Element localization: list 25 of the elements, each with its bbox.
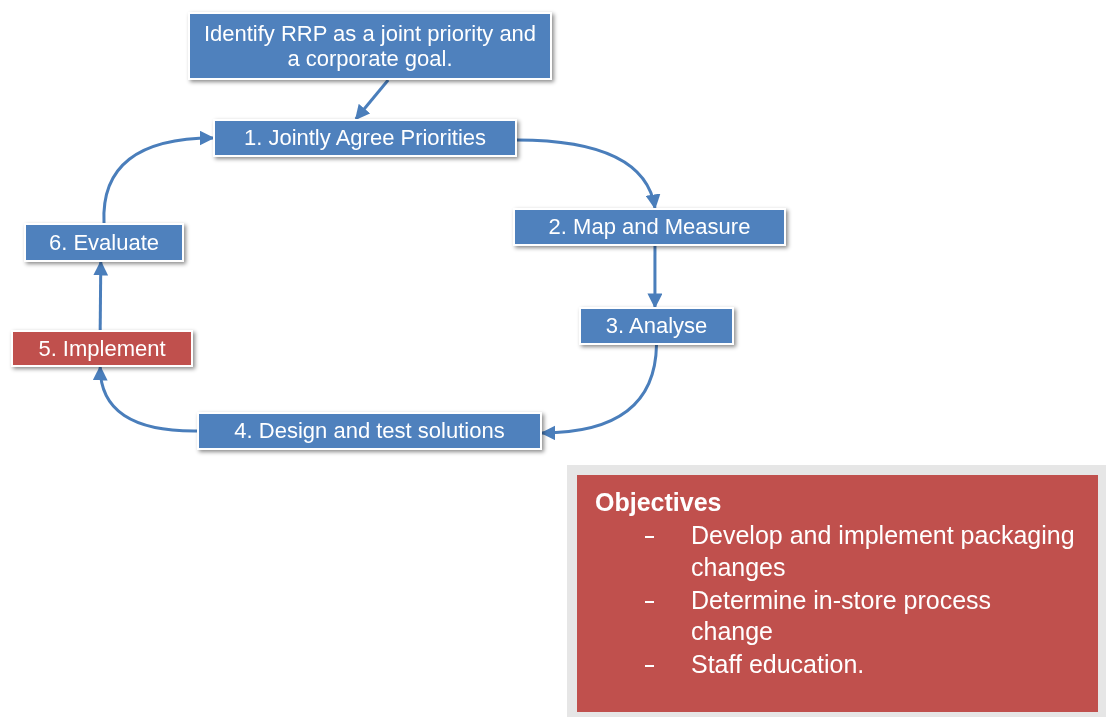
step-label: 2. Map and Measure	[548, 214, 751, 240]
list-item: Staff education.	[691, 649, 1080, 681]
objectives-box	[577, 475, 1098, 712]
process-box	[513, 208, 786, 246]
step-label: 6. Evaluate	[48, 229, 160, 256]
process-box	[197, 412, 542, 450]
list-item: Develop and implement packaging changes	[691, 520, 1080, 583]
step-label: 3. Analyse	[605, 313, 708, 339]
process-box	[213, 119, 517, 157]
arrow	[93, 365, 198, 433]
process-box	[24, 223, 184, 262]
process-box	[11, 330, 193, 367]
arrow	[102, 130, 215, 223]
arrow	[647, 246, 663, 309]
step-label: 4. Design and test solutions	[234, 418, 505, 444]
list-item: Determine in-store process change	[691, 584, 1080, 648]
arrow	[354, 79, 390, 121]
heading: Objectives	[595, 487, 723, 518]
process-box	[579, 307, 734, 345]
arrow	[93, 260, 109, 330]
arrow	[516, 138, 660, 210]
step-label: 5. Implement	[38, 335, 166, 362]
process-box	[188, 12, 552, 80]
step-label: 1. Jointly Agree Priorities	[243, 125, 487, 151]
step-label: Identify RRP as a joint priority and a corporate goal.	[202, 20, 538, 72]
